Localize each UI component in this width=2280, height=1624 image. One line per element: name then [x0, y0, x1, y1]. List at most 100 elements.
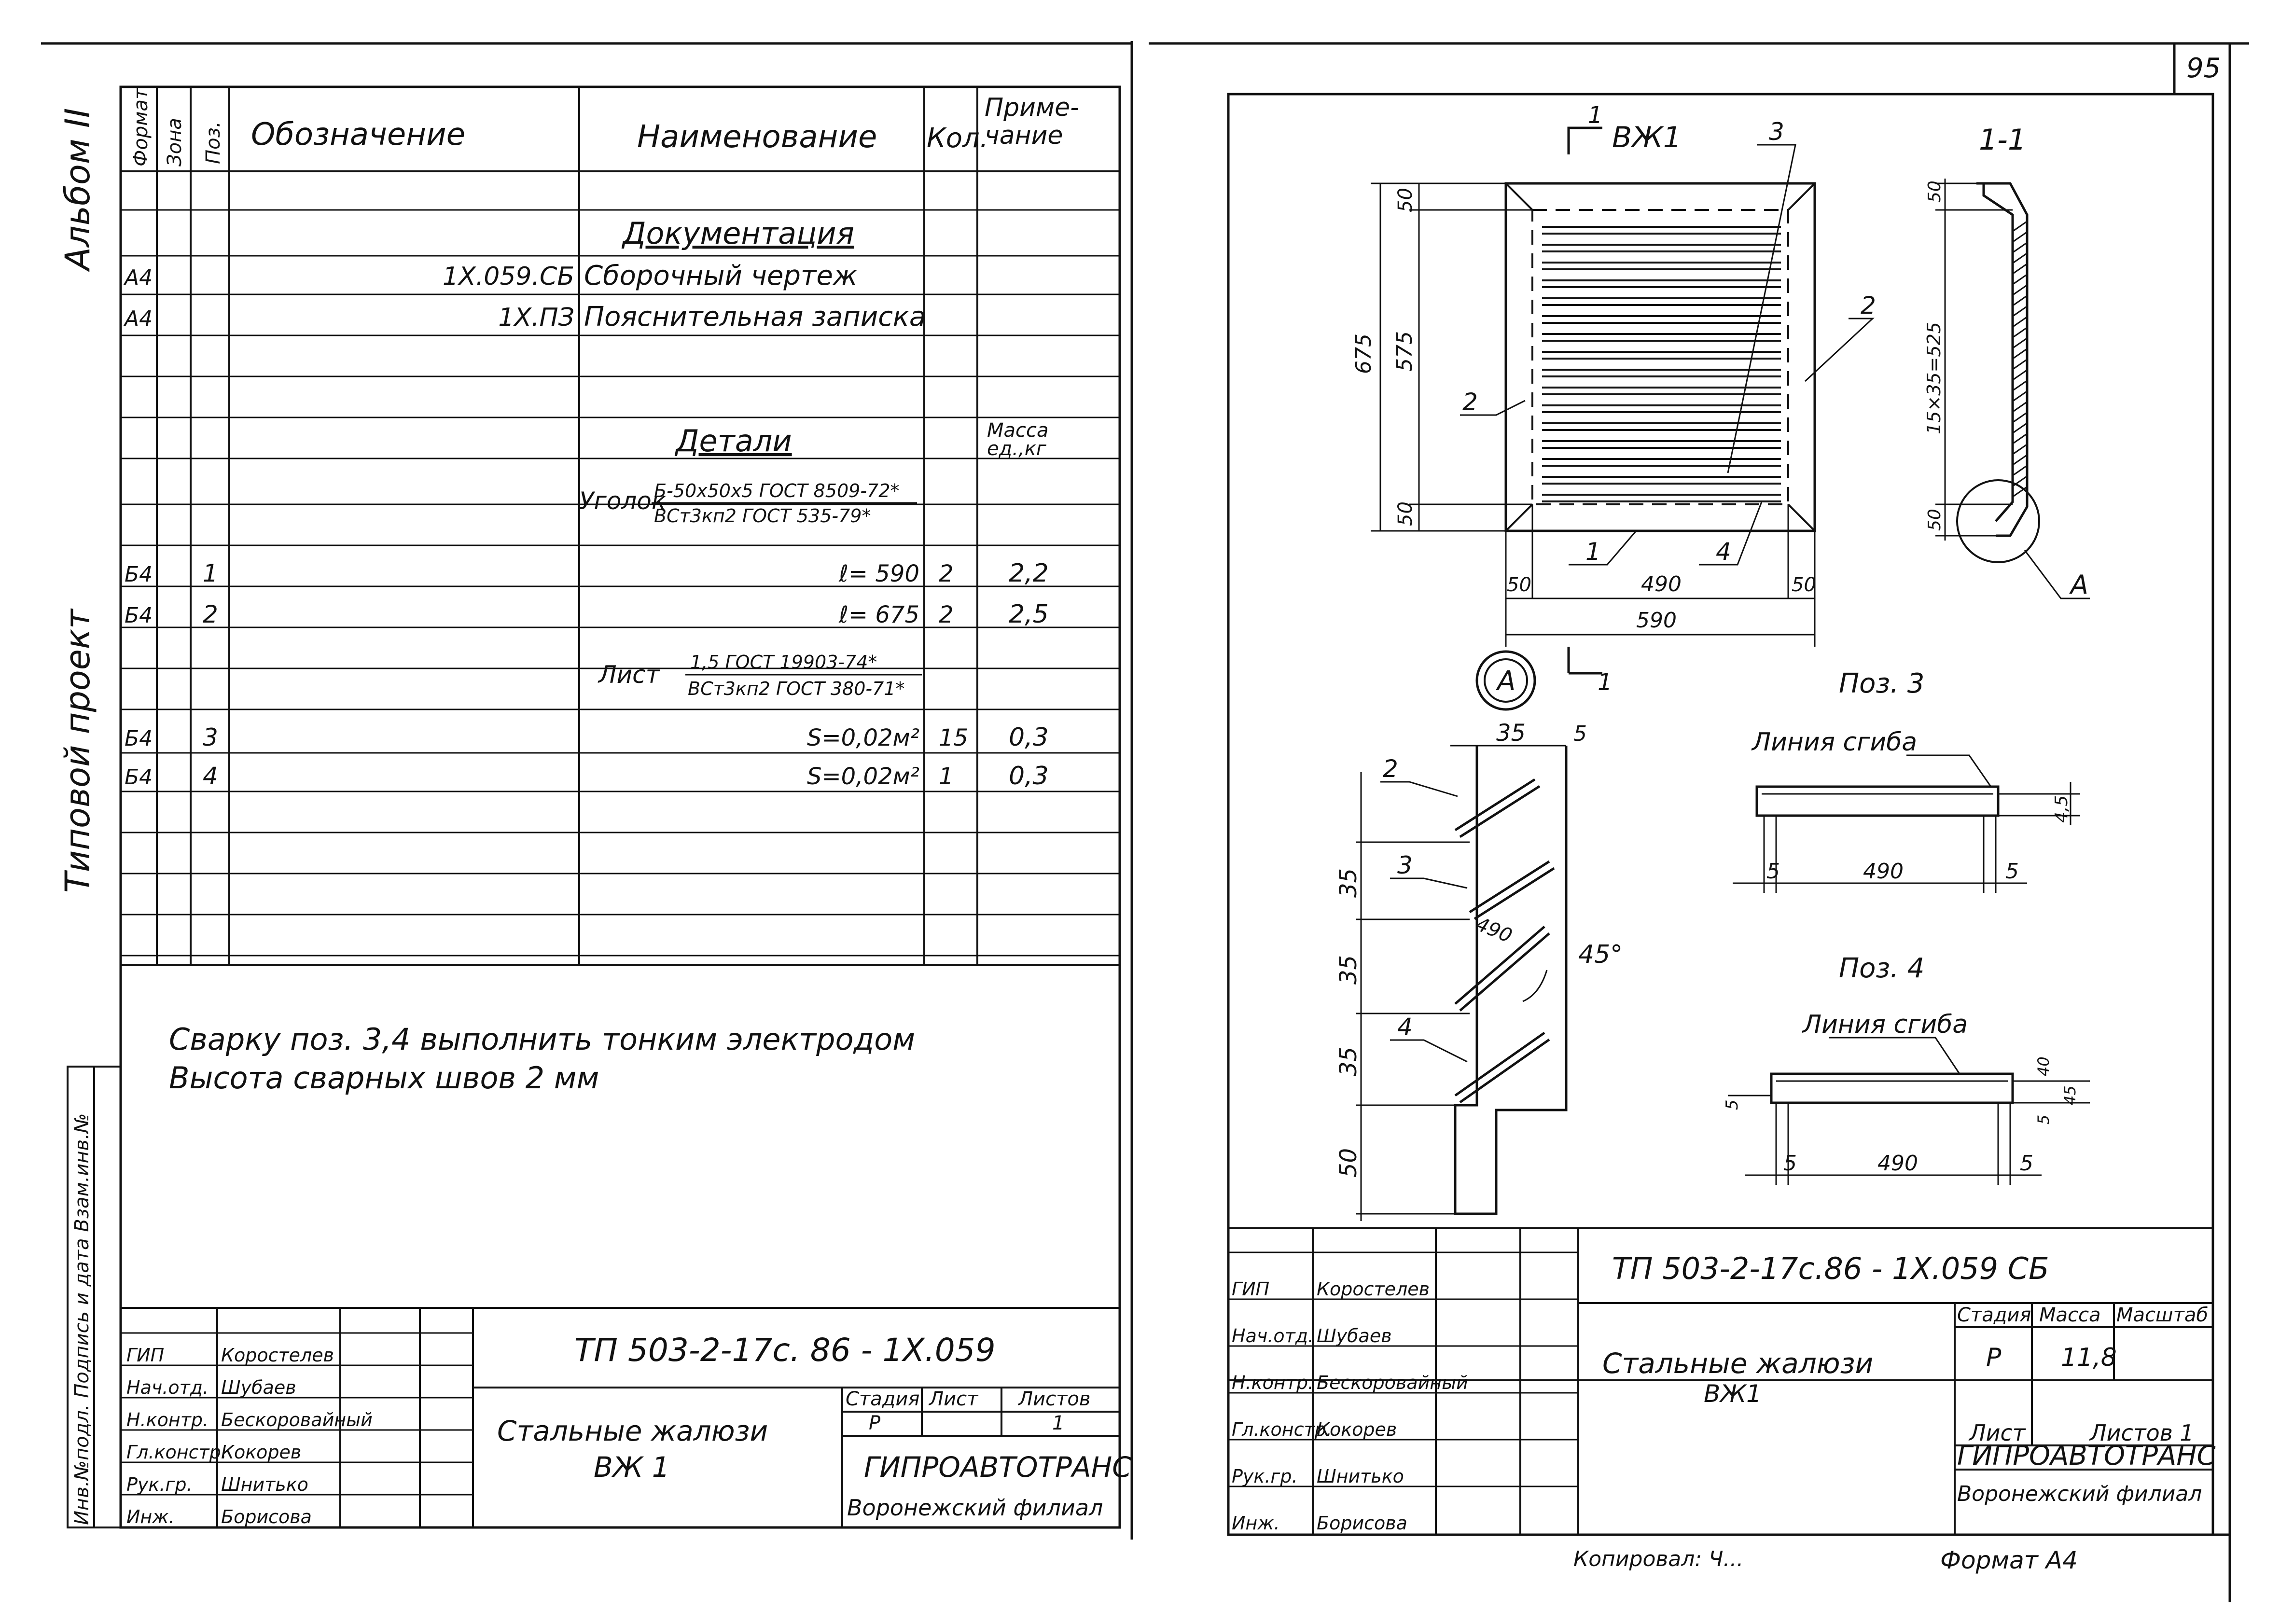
signer-role: ГИП	[126, 1345, 164, 1366]
pos4-dim-490: 490	[1877, 1151, 1918, 1176]
signer-name: Бескоровайный	[1317, 1372, 1468, 1393]
part-row-pos: 2	[203, 600, 218, 628]
leader-1: 1	[1585, 538, 1601, 566]
part-row-mass: 2,5	[1009, 600, 1049, 629]
spec-table: Формат Зона Поз. Обозначение Наименовани…	[121, 87, 1120, 966]
signer-name: Шубаев	[1317, 1325, 1392, 1346]
album-label: Альбом II	[58, 108, 97, 272]
signer-role: Н.контр.	[1232, 1372, 1314, 1393]
mass-header-right: Масса	[2039, 1304, 2101, 1326]
doc-row-name: Сборочный чертеж	[584, 260, 857, 291]
doc-title-left: Стальные жалюзи	[497, 1415, 768, 1447]
section-parts: Детали	[674, 423, 792, 458]
main-view: 1 ВЖ1 1 А 675 575 50 50 50 50 490 590	[1351, 102, 1876, 711]
section-title: 1-1	[1979, 123, 2026, 157]
dim-675: 675	[1351, 333, 1376, 374]
notes: Сварку поз. 3,4 выполнить тонким электро…	[169, 1022, 915, 1096]
leader-3: 3	[1769, 118, 1784, 146]
part-row-pos: 4	[203, 762, 218, 790]
node-dim-35-b: 35	[1335, 955, 1362, 985]
dim-490: 490	[1641, 572, 1682, 597]
part-row-mass: 0,3	[1009, 762, 1049, 791]
page-number: 95	[2186, 53, 2221, 84]
dim-50-right: 50	[1792, 574, 1816, 596]
node-dim-50: 50	[1335, 1148, 1362, 1178]
part-row-format: Б4	[125, 562, 153, 587]
section-mark-top: 1	[1588, 102, 1603, 129]
sheets-value-left: 1	[1052, 1412, 1064, 1434]
part-row-pos: 3	[203, 723, 218, 751]
doc-subtitle-left: ВЖ 1	[594, 1451, 670, 1484]
part-row-qty: 15	[939, 724, 968, 751]
angle-material-den: ВСт3кп2 ГОСТ 535-79*	[654, 505, 871, 527]
stage-header-left: Стадия	[846, 1388, 919, 1410]
pos3-dim-5-left: 5	[1766, 859, 1780, 884]
pos3-dim-45: 4,5	[2052, 795, 2071, 823]
left-margin: Альбом II Типовой проект Инв.№подл. Подп…	[58, 108, 122, 1528]
signer-name: Кокорев	[221, 1442, 301, 1463]
signer-name: Шнитько	[221, 1474, 308, 1495]
pos4-detail: Поз. 4 Линия сгиба 5 5 490 5 40 45 5	[1723, 953, 2090, 1185]
pos4-dim-45: 45	[2061, 1085, 2079, 1105]
node-leader-3: 3	[1397, 851, 1413, 879]
doc-row-designation: 1Х.ПЗ	[498, 303, 574, 332]
col-pos: Поз.	[202, 121, 224, 164]
col-zone: Зона	[164, 118, 186, 167]
col-format: Формат	[130, 87, 152, 167]
stage-value-left: Р	[869, 1412, 881, 1434]
signer-role: Нач.отд.	[1232, 1325, 1314, 1346]
stage-header-right: Стадия	[1957, 1304, 2031, 1326]
note-line-2: Высота сварных швов 2 мм	[169, 1060, 599, 1096]
margin-stamp: Инв.№подл. Подпись и дата Взам.инв.№	[71, 1113, 93, 1525]
pos4-dim-5-small: 5	[2034, 1115, 2053, 1124]
signer-role: Рук.гр.	[126, 1474, 193, 1495]
part-row-pos: 1	[203, 559, 218, 587]
sheets-header-left: Листов	[1017, 1388, 1090, 1410]
dim-50-top: 50	[1394, 188, 1417, 212]
signer-name: Шубаев	[221, 1377, 296, 1398]
signer-role: Гл.констр.	[126, 1442, 227, 1463]
node-dim-35: 35	[1496, 720, 1526, 747]
sheet-label: Лист	[598, 661, 661, 689]
part-row-mass: 2,2	[1009, 559, 1049, 588]
part-row-format: Б4	[125, 603, 153, 628]
col-note: Приме-чание	[985, 93, 1079, 150]
doc-code-left: ТП 503-2-17с. 86 - 1Х.059	[574, 1332, 996, 1369]
signer-role: Инж.	[1232, 1513, 1280, 1534]
node-dim-35-a: 35	[1335, 868, 1362, 898]
pos4-dim-5-side: 5	[1723, 1099, 1742, 1110]
node-dim-45deg: 45°	[1578, 940, 1623, 969]
node-a-detail: 35 5 35 35 35 50 490 45° 2 3 4	[1335, 720, 1623, 1221]
doc-subtitle-right: ВЖ1	[1704, 1380, 1762, 1408]
doc-row-format: А4	[123, 265, 153, 290]
doc-title-right: Стальные жалюзи	[1602, 1347, 1873, 1380]
sheet-material-num: 1,5 ГОСТ 19903-74*	[690, 652, 877, 673]
org-right: ГИПРОАВТОТРАНС	[1957, 1440, 2216, 1471]
leader-2-right: 2	[1861, 291, 1876, 319]
doc-row-designation: 1Х.059.СБ	[443, 262, 574, 291]
pos3-dim-5-right: 5	[2005, 859, 2019, 884]
signer-name: Борисова	[1317, 1513, 1407, 1534]
signer-role: Рук.гр.	[1232, 1466, 1298, 1487]
sheet-header-left: Лист	[928, 1388, 979, 1410]
part-row-qty: 1	[939, 763, 954, 790]
note-line-1: Сварку поз. 3,4 выполнить тонким электро…	[169, 1022, 915, 1057]
part-row-name: S=0,02м²	[807, 724, 919, 751]
section-callout-a: А	[2069, 569, 2088, 600]
signer-name: Борисова	[221, 1506, 312, 1527]
sec-dim-50-bottom: 50	[1925, 509, 1945, 531]
doc-row-name: Пояснительная записка	[584, 301, 926, 333]
pos3-dim-490: 490	[1863, 859, 1904, 884]
part-row-qty: 2	[939, 601, 954, 628]
format-label: Формат А4	[1940, 1546, 2078, 1574]
copied-by: Копировал: Ч...	[1573, 1547, 1743, 1571]
sheet-header-right: Лист	[1968, 1420, 2026, 1446]
branch-left: Воронежский филиал	[847, 1495, 1103, 1521]
part-row-format: Б4	[125, 726, 153, 751]
view-label: ВЖ1	[1612, 121, 1682, 154]
signer-name: Коростелев	[221, 1345, 334, 1366]
signer-role: Нач.отд.	[126, 1377, 209, 1398]
